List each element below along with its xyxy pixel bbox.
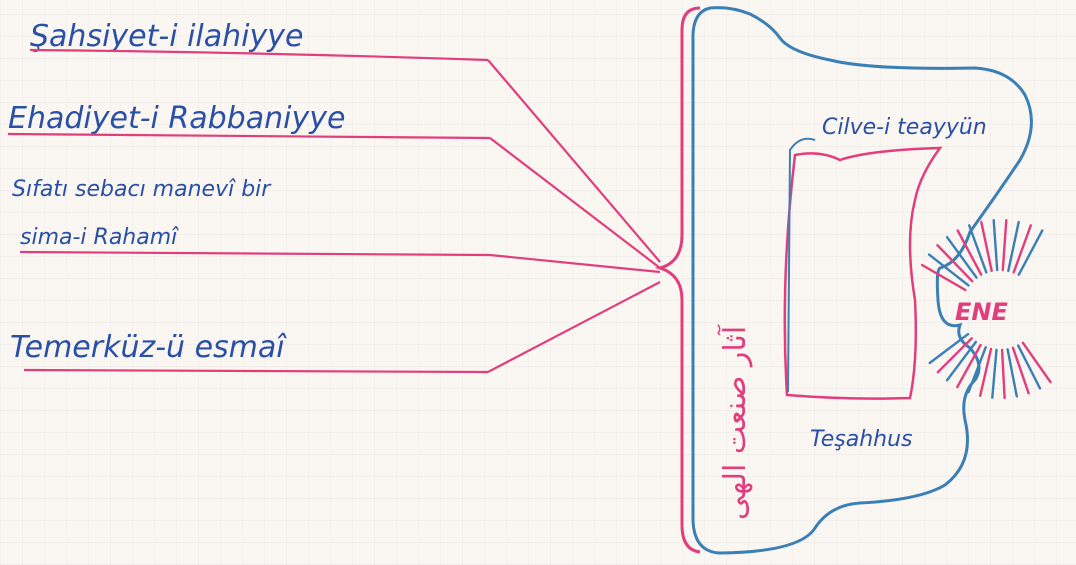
- ene-ray: [980, 220, 993, 273]
- ene-rays: [920, 218, 1052, 400]
- outer-blue-outline: [691, 6, 1033, 555]
- underline-ehadiyet: [7, 132, 491, 140]
- ene-ray: [1006, 348, 1018, 398]
- connector-sifat: [489, 253, 661, 274]
- ene-ray: [945, 340, 978, 382]
- ene-ray: [920, 263, 967, 292]
- arabic-vertical-text: آثار صنعت الهی: [717, 324, 753, 520]
- connector-ehadiyet: [489, 137, 661, 269]
- ene-ray: [979, 347, 993, 397]
- ene-ray: [1017, 229, 1044, 276]
- label-sifat-line1: Sıfatı sebacı manevî bir: [12, 177, 272, 202]
- label-ehadiyet: Ehadiyet-i Rabbaniyye: [8, 101, 345, 136]
- left-labels: Şahsiyet-i ilahiyye Ehadiyet-i Rabbaniyy…: [8, 19, 345, 365]
- ene-ray: [936, 337, 973, 374]
- ene-ray: [945, 235, 978, 279]
- ene-ray: [1021, 341, 1052, 384]
- label-cilve: Cilve-i teayyün: [822, 115, 987, 140]
- ene-ray: [936, 244, 974, 283]
- label-ene: ENE: [955, 298, 1008, 326]
- underline-sahsiyet: [29, 48, 489, 62]
- ene-ray: [927, 253, 970, 287]
- curly-brace: [654, 6, 701, 554]
- label-sahsiyet: Şahsiyet-i ilahiyye: [30, 19, 303, 54]
- ene-ray: [956, 229, 983, 276]
- ene-ray: [956, 343, 982, 389]
- ene-ray: [1007, 220, 1020, 273]
- ene-ray: [1011, 346, 1030, 395]
- ene-ray: [967, 346, 987, 394]
- ene-ray: [992, 218, 999, 272]
- ene-ray: [1000, 348, 1006, 400]
- ene-ray: [991, 348, 998, 399]
- connector-sahsiyet: [487, 59, 661, 263]
- ene-ray: [1017, 344, 1042, 390]
- label-sifat-line2: sima-i Rahamî: [20, 225, 179, 250]
- connector-lines: [7, 48, 661, 374]
- ene-ray: [1012, 224, 1033, 274]
- ene-ray: [1001, 218, 1008, 272]
- inner-pink-outline: [783, 146, 943, 400]
- underline-temerkuz: [23, 368, 489, 374]
- underline-sifat: [19, 250, 491, 257]
- ene-ray: [928, 332, 970, 365]
- connector-temerkuz: [487, 281, 661, 373]
- inner-blue-outline: [787, 137, 816, 393]
- ene-ray: [968, 224, 988, 274]
- label-tesahhus: Teşahhus: [810, 427, 913, 452]
- label-temerkuz: Temerküz-ü esmaî: [10, 330, 287, 365]
